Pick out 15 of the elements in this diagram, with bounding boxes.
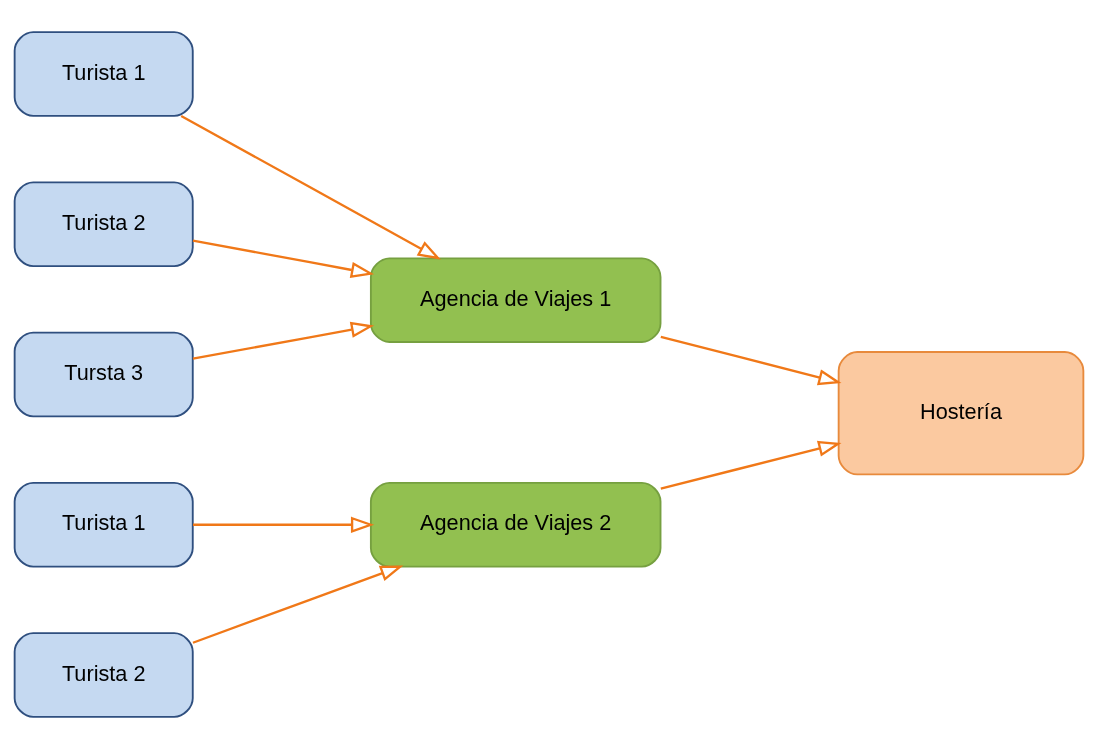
node-box: Hostería xyxy=(837,350,1085,475)
node-box: Turista 1 xyxy=(13,30,194,117)
node-box: Turista 2 xyxy=(13,181,194,267)
arrow xyxy=(192,321,375,360)
node-box: Tursta 3 xyxy=(13,331,194,417)
arrow xyxy=(660,440,842,490)
arrow xyxy=(192,516,375,533)
node-box: Agencia de Viajes 2 xyxy=(369,481,662,567)
arrow xyxy=(660,335,842,385)
node-box: Turista 2 xyxy=(13,631,194,718)
arrow xyxy=(192,238,375,278)
node-box: Agencia de Viajes 1 xyxy=(369,256,662,343)
arrow xyxy=(180,114,441,260)
arrow xyxy=(192,564,404,644)
node-box: Turista 1 xyxy=(13,481,194,567)
